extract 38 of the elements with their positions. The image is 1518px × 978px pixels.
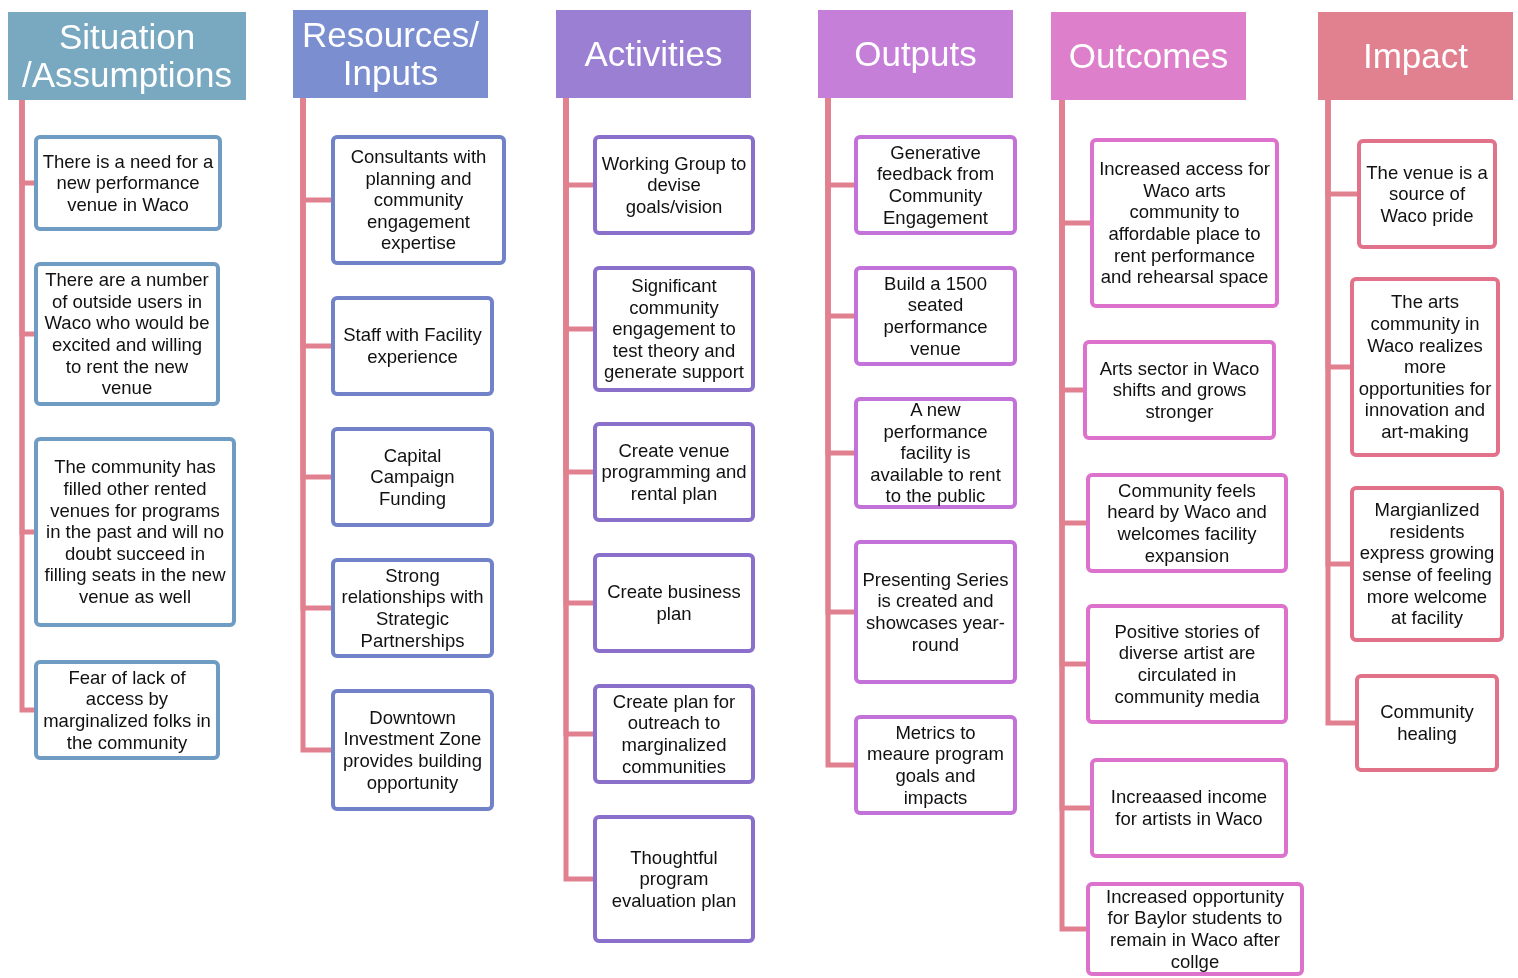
item-box: Increased opportunity for Baylor students to remain in Waco after collge [1086,882,1304,976]
item-box: Staff with Facility experience [331,296,494,396]
item-box: Downtown Investment Zone provides building opportunity [331,689,494,811]
item-box: Significant community engagement to test theory and generate support [593,266,755,392]
item-box: Community feels heard by Waco and welcomes facility expansion [1086,473,1288,573]
item-box: Strong relationships with Strategic Partnerships [331,558,494,658]
item-box: Working Group to devise goals/vision [593,135,755,235]
connector-line [1325,100,1355,726]
item-box: The venue is a source of Waco pride [1357,139,1497,249]
item-box: Thoughtful program evaluation plan [593,815,755,943]
item-box: Generative feedback from Community Engagement [854,135,1017,235]
item-box: Create venue programming and rental plan [593,422,755,522]
item-box: Create plan for outreach to marginalized communities [593,684,755,784]
item-box: Margianlized residents express growing sense of feeling more welcome at facility [1350,486,1504,642]
item-box: There are a number of outside users in Waco who would be excited and willing to rent the new venue [34,262,220,406]
item-box: Capital Campaign Funding [331,427,494,527]
column-header: Outcomes [1051,12,1246,100]
item-box: The arts community in Waco realizes more opportunities for innovation and art-making [1350,277,1500,457]
item-box: Create business plan [593,553,755,653]
item-box: Build a 1500 seated performance venue [854,266,1017,366]
item-box: Metrics to meaure program goals and impacts [854,715,1017,815]
item-box: There is a need for a new performance venue in Waco [34,135,222,231]
column-header: Resources/ Inputs [293,10,488,98]
item-box: A new performance facility is available to rent to the public [854,397,1017,509]
column-header: Outputs [818,10,1013,98]
column-header: Impact [1318,12,1513,100]
item-box: Consultants with planning and community engagement expertise [331,135,506,265]
item-box: The community has filled other rented venues for programs in the past and will no doubt succeed in filling seats in the new venue as well [34,437,236,627]
item-box: Increased access for Waco arts community to affordable place to rent performance and rehearsal space [1090,138,1279,308]
connector-line [19,100,34,713]
item-box: Presenting Series is created and showcases year-round [854,540,1017,684]
item-box: Fear of lack of access by marginalized folks in the community [34,660,220,760]
item-box: Arts sector in Waco shifts and grows stronger [1083,340,1276,440]
item-box: Positive stories of diverse artist are circulated in community media [1086,604,1288,724]
column-header: Activities [556,10,751,98]
column-header: Situation /Assumptions [8,12,246,100]
item-box: Increaased income for artists in Waco [1090,758,1288,858]
item-box: Community healing [1355,674,1499,772]
